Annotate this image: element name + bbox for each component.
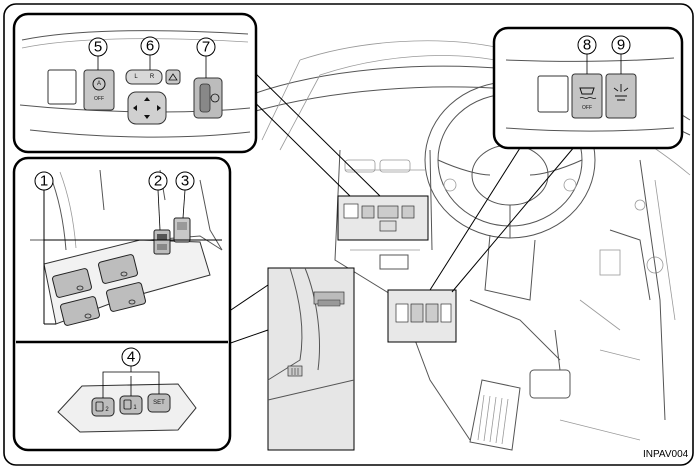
skid-car-icon bbox=[579, 87, 595, 95]
window-switch-rear-right[interactable] bbox=[106, 282, 146, 312]
window-switch-front-left[interactable] bbox=[52, 268, 92, 298]
inset-mirror-controls: A OFF L R 5 6 7 bbox=[12, 12, 258, 154]
floor-grille bbox=[469, 379, 521, 451]
callout-7: 7 bbox=[202, 39, 210, 56]
inset-vsc-controls: OFF 8 9 bbox=[492, 26, 684, 150]
mirror-adjust-pad[interactable] bbox=[127, 91, 167, 125]
callout-6: 6 bbox=[146, 38, 154, 55]
window-switch-front-right[interactable] bbox=[98, 254, 138, 284]
callout-2: 2 bbox=[154, 173, 162, 190]
arrow-up-icon bbox=[144, 97, 150, 101]
blank-switch bbox=[47, 69, 77, 105]
arrow-right-icon bbox=[157, 105, 161, 111]
callout-5: 5 bbox=[94, 39, 102, 56]
dimmer-icon bbox=[210, 93, 220, 103]
auto-off-label: OFF bbox=[94, 96, 104, 102]
inset-door-controls: 1 2 3 2 1 SET 4 bbox=[12, 156, 232, 452]
callout-3: 3 bbox=[181, 173, 189, 190]
callout-8: 8 bbox=[583, 37, 591, 54]
memory-set-label: SET bbox=[153, 400, 165, 406]
vsc-off-label: OFF bbox=[582, 105, 592, 111]
arrow-down-icon bbox=[144, 115, 150, 119]
seat-icon-2 bbox=[95, 401, 104, 412]
memory-1-label: 1 bbox=[133, 405, 137, 411]
pointer-lines bbox=[221, 69, 576, 347]
seat-icon-1 bbox=[123, 399, 132, 410]
auto-icon bbox=[92, 77, 106, 91]
mirror-fold-icon bbox=[168, 73, 178, 81]
memory-2-label: 2 bbox=[105, 407, 109, 413]
pre-collision-icon bbox=[613, 84, 629, 101]
callout-9: 9 bbox=[617, 37, 625, 54]
mirror-fold-switch[interactable] bbox=[165, 69, 181, 85]
door-lock-switch[interactable] bbox=[153, 229, 171, 255]
callout-4: 4 bbox=[127, 349, 135, 366]
arrow-left-icon bbox=[133, 105, 137, 111]
vsc-off-switch[interactable] bbox=[571, 73, 603, 119]
mirror-l-label: L bbox=[134, 74, 138, 80]
mirror-r-label: R bbox=[150, 74, 155, 80]
callout-1: 1 bbox=[40, 173, 48, 190]
blank-switch-right bbox=[537, 75, 569, 113]
image-code: INPAV004 bbox=[643, 449, 689, 460]
svg-text:A: A bbox=[97, 81, 101, 87]
mirror-select-switch[interactable] bbox=[125, 69, 163, 85]
window-switch-rear-left[interactable] bbox=[60, 296, 100, 326]
